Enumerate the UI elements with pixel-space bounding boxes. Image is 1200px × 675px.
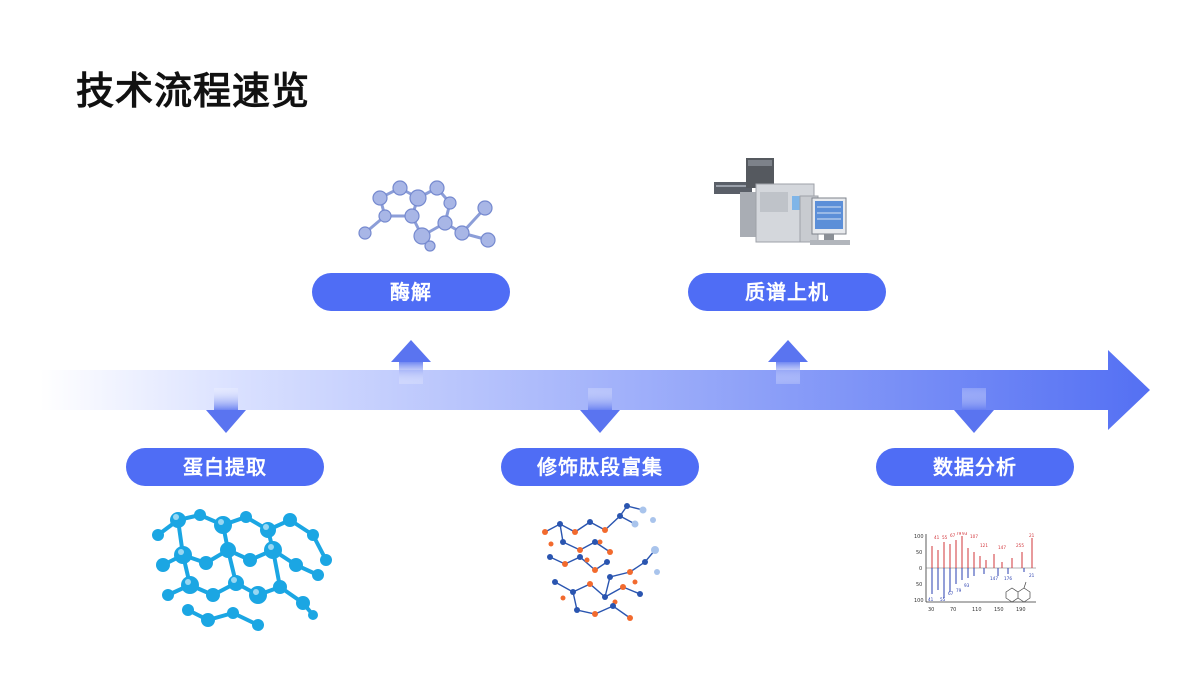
step-peptide-enrichment: 修饰肽段富集 (501, 448, 699, 486)
x-tick: 30 (928, 607, 934, 613)
x-tick: 70 (950, 607, 956, 613)
protein-structure-icon (152, 509, 332, 631)
peptide-network-icon (542, 503, 660, 621)
x-tick: 110 (972, 607, 982, 613)
mass-spectrometer-icon (714, 158, 850, 245)
y-tick: 0 (919, 566, 922, 572)
step-label: 质谱上机 (745, 280, 829, 304)
up-arrow-4 (768, 340, 808, 384)
peak-label: 21 (1029, 573, 1035, 578)
peak-label: 79 (956, 588, 962, 593)
peak-label: 41 (934, 535, 940, 540)
step-label: 数据分析 (933, 455, 1017, 479)
peak-label: 147 (998, 545, 1006, 550)
down-arrow-1 (206, 388, 246, 433)
peak-label: 79 (956, 532, 962, 536)
peak-label: 107 (970, 534, 978, 539)
step-mass-spec: 质谱上机 (688, 273, 886, 311)
structure-icon (1005, 581, 1031, 603)
y-tick: 50 (916, 550, 922, 556)
y-tick: 50 (916, 582, 922, 588)
peak-label: 21 (1029, 533, 1035, 538)
step-label: 修饰肽段富集 (537, 455, 663, 479)
peak-label: 41 (928, 597, 934, 602)
peak-label: 255 (1016, 543, 1024, 548)
peak-label: 55 (942, 535, 948, 540)
peak-label: 55 (940, 597, 946, 602)
down-arrow-5 (954, 388, 994, 433)
step-label: 蛋白提取 (183, 455, 267, 479)
x-tick: 150 (994, 607, 1004, 613)
mass-spectrum-icon: 100 50 0 50 100 30 70 110 150 190 41 55 … (914, 532, 1036, 613)
peak-label: 93 (964, 583, 970, 588)
peak-label: 176 (1004, 576, 1012, 581)
molecule-icon (358, 180, 496, 252)
down-arrow-3 (580, 388, 620, 433)
y-tick: 100 (914, 534, 924, 540)
peak-label: 67 (950, 533, 956, 538)
peak-label: 67 (948, 591, 954, 596)
step-data-analysis: 数据分析 (876, 448, 1074, 486)
step-enzymolysis: 酶解 (312, 273, 510, 311)
peak-label: 147 (990, 576, 998, 581)
y-tick: 100 (914, 598, 924, 604)
step-label: 酶解 (390, 280, 432, 304)
up-arrow-2 (391, 340, 431, 384)
step-protein-extraction: 蛋白提取 (126, 448, 324, 486)
peak-label: 121 (980, 543, 988, 548)
page-title: 技术流程速览 (76, 69, 311, 113)
peak-label: 93 (962, 532, 968, 536)
x-tick: 190 (1016, 607, 1026, 613)
